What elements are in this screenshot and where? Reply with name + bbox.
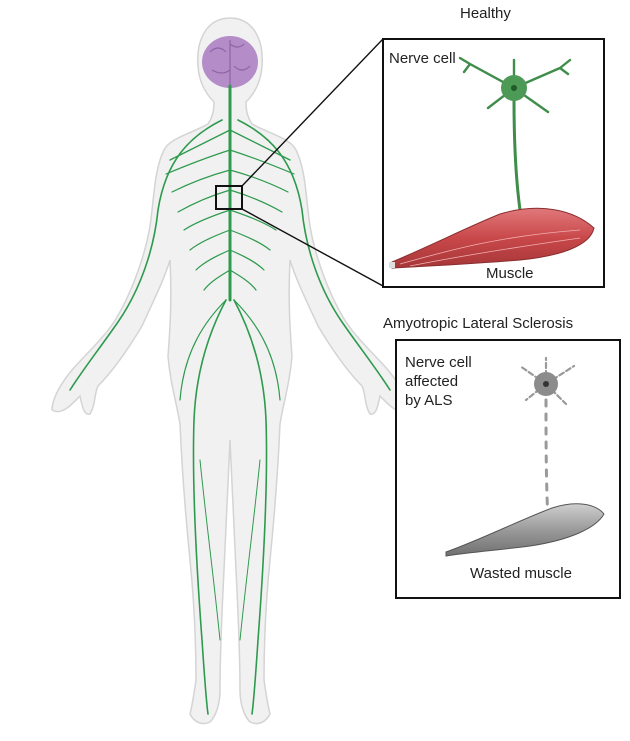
als-nerve-label-line3: by ALS: [405, 392, 453, 410]
healthy-muscle-label: Muscle: [486, 265, 534, 283]
callout-line-top: [242, 39, 383, 186]
brain-icon: [202, 36, 258, 88]
healthy-nerve-label: Nerve cell: [389, 50, 456, 68]
als-nerve-label-line2: affected: [405, 373, 458, 391]
als-title: Amyotropic Lateral Sclerosis: [383, 315, 573, 333]
als-nerve-label-line1: Nerve cell: [405, 354, 472, 372]
healthy-title: Healthy: [460, 5, 511, 23]
als-muscle-label: Wasted muscle: [470, 565, 572, 583]
